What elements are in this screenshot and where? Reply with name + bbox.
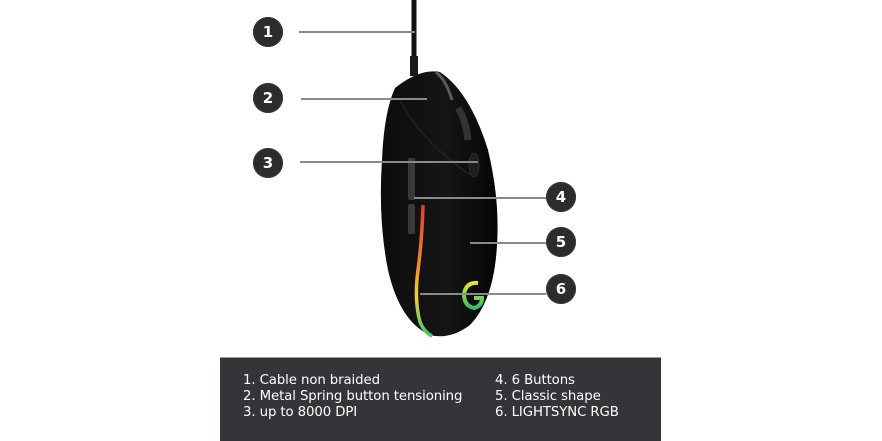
callout-6: 6 <box>546 274 576 304</box>
leader-line-6 <box>420 293 546 295</box>
callout-3: 3 <box>253 148 283 178</box>
feature-column-left: 1. Cable non braided 2. Metal Spring but… <box>243 373 462 421</box>
callout-4: 4 <box>546 182 576 212</box>
leader-line-5 <box>470 242 546 244</box>
feature-item: 4. 6 Buttons <box>495 373 575 388</box>
feature-item: 2. Metal Spring button tensioning <box>243 389 463 404</box>
feature-item: 5. Classic shape <box>495 389 601 404</box>
feature-item: 3. up to 8000 DPI <box>243 405 358 420</box>
feature-item: 6. LIGHTSYNC RGB <box>495 405 619 420</box>
leader-line-3 <box>300 161 478 163</box>
feature-column-right: 4. 6 Buttons 5. Classic shape 6. LIGHTSY… <box>495 373 619 421</box>
leader-line-4 <box>414 197 546 199</box>
leader-line-1 <box>299 31 415 33</box>
leader-line-2 <box>301 98 427 100</box>
callout-2: 2 <box>253 83 283 113</box>
feature-item: 1. Cable non braided <box>243 373 380 388</box>
callout-5: 5 <box>546 227 576 257</box>
callout-1: 1 <box>253 17 283 47</box>
feature-list-panel: 1. Cable non braided 2. Metal Spring but… <box>220 357 661 441</box>
